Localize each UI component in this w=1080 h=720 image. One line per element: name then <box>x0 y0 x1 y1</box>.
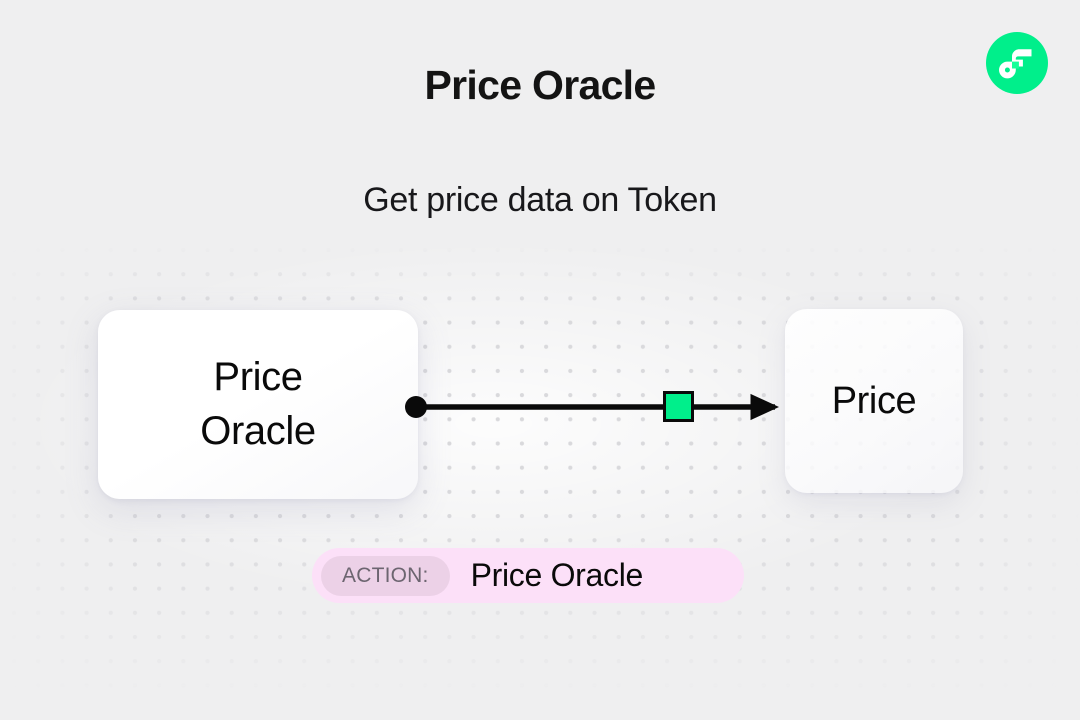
node-price-oracle-label: Price Oracle <box>200 355 316 453</box>
action-tag-label: ACTION: <box>321 555 450 596</box>
edge-badge-icon[interactable] <box>663 391 694 422</box>
node-price-oracle[interactable]: Price Oracle <box>98 310 418 499</box>
page-subtitle: Get price data on Token <box>363 181 717 219</box>
node-price-label: Price <box>831 379 917 422</box>
action-value: Price Oracle <box>470 557 644 593</box>
node-price[interactable]: Price <box>785 309 963 493</box>
action-pill[interactable]: ACTION: Price Oracle <box>312 548 744 603</box>
flow-logo-icon <box>986 32 1048 94</box>
page-title: Price Oracle <box>424 62 657 108</box>
